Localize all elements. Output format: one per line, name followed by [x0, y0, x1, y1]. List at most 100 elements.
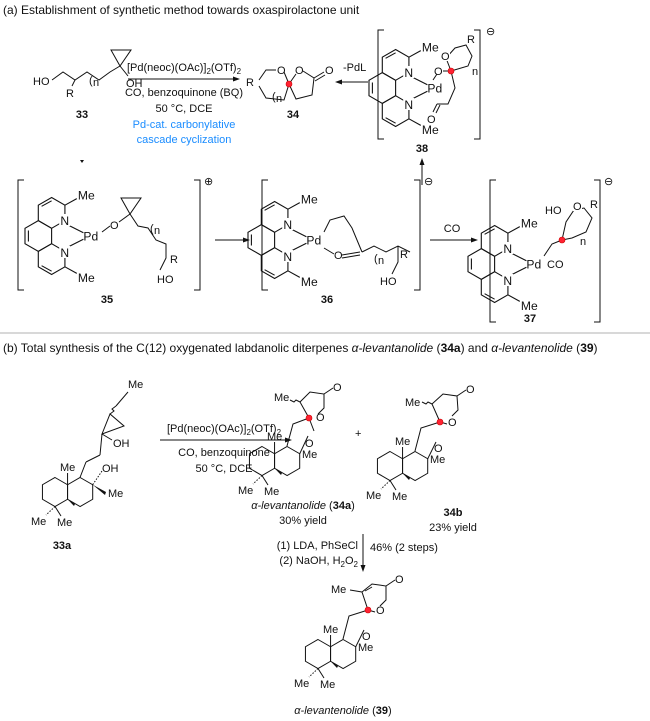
spiro-center-marker	[285, 80, 293, 88]
atom-label: OH	[113, 438, 130, 450]
compound-label-34: 34	[287, 109, 300, 121]
bond-line	[286, 417, 310, 447]
section-a-title: (a) Establishment of synthetic method to…	[3, 3, 360, 17]
atom-label: [Pd(neoc)(OAc)]	[167, 423, 246, 435]
atom-label: R	[590, 199, 598, 211]
compound-label-33: 33	[76, 109, 88, 121]
highlight-text: cascade cyclization	[137, 134, 232, 146]
bond-line	[543, 239, 563, 257]
bond-line	[414, 421, 441, 452]
bond-line	[110, 49, 132, 67]
atom-label: CO, benzoquinone (BQ)	[125, 87, 243, 99]
spiro-center-marker	[558, 236, 566, 244]
atom-label: (	[374, 253, 378, 265]
bond-line	[299, 435, 309, 455]
bond-line	[99, 433, 103, 456]
atom-label: 34a	[441, 341, 461, 355]
bond-line	[441, 50, 450, 61]
bond-line	[80, 160, 84, 163]
atom-label: n	[472, 66, 478, 78]
atom-label: CO, benzoquinone	[178, 447, 270, 459]
bond-line	[247, 192, 322, 290]
reaction-arrow-b: [Pd(neoc)(OAc)]2(OTf)2 CO, benzoquinone …	[160, 423, 292, 475]
compound-33: HO R ( n OH 33	[33, 49, 143, 121]
bond-line	[258, 83, 290, 101]
highlight-text: Pd-cat. carbonylative	[133, 119, 236, 131]
bond-line	[437, 70, 456, 105]
atom-label: 2	[341, 560, 346, 569]
atom-label: n	[378, 255, 384, 267]
bond-line	[289, 399, 301, 403]
atom-label: O	[345, 555, 354, 567]
bond-line	[419, 158, 425, 165]
atom-label: (	[272, 91, 276, 103]
atom-label: O	[466, 384, 475, 396]
atom-label: (2) NaOH, H2O2	[279, 555, 358, 569]
charge-plus: ⊕	[204, 176, 213, 188]
bond-line	[30, 461, 94, 530]
bond-line	[364, 586, 373, 592]
bond-line	[342, 609, 369, 640]
bond-line	[194, 179, 201, 291]
atom-label: α-levantanolide	[251, 500, 326, 512]
atom-label: O	[434, 66, 443, 78]
atom-label: O	[325, 65, 334, 77]
bond-line	[288, 70, 315, 100]
reaction-arrow-a: [Pd(neoc)(OAc)]2(OTf)2 CO, benzoquinone …	[125, 62, 243, 146]
atom-label: Me	[358, 642, 373, 654]
atom-label: (	[326, 500, 333, 512]
pdl-elimination-arrow: -PdL	[335, 62, 368, 85]
spiro-center-marker	[364, 606, 372, 614]
yield-2-steps: 46% (2 steps)	[370, 542, 438, 554]
bond-line	[92, 484, 106, 495]
compound-label-36: 36	[321, 294, 333, 306]
bond-line	[71, 79, 76, 87]
bond-line	[427, 441, 437, 460]
atom-label: α-levantanolide (34a)	[251, 500, 355, 512]
atom-label: HO	[33, 76, 50, 88]
bond-line	[24, 188, 99, 286]
bond-line	[258, 69, 276, 81]
spiro-center-marker	[447, 67, 455, 75]
bond-line	[349, 589, 363, 593]
bond-line	[129, 213, 167, 271]
bond-line	[361, 245, 411, 253]
bond-line	[365, 435, 429, 504]
arrow-33-to-35	[80, 160, 84, 163]
spiro-center-marker	[305, 414, 313, 422]
atom-label: Me	[302, 449, 317, 461]
arrow-36-to-37: CO	[430, 223, 478, 243]
bond-line	[314, 74, 326, 82]
atom-label: α-levantenolide	[294, 705, 369, 717]
atom-label: -PdL	[343, 62, 366, 74]
bond-line	[489, 179, 496, 323]
bond-line	[293, 623, 357, 692]
catalyst-label: [Pd(neoc)(OAc)]2(OTf)2	[127, 62, 242, 76]
atom-label: 50 °C, DCE	[156, 103, 213, 115]
bond-line	[385, 579, 396, 587]
atom-label: R	[467, 34, 475, 46]
atom-label: (b) Total synthesis of the C(12) oxygena…	[3, 341, 352, 355]
atom-label: ) and	[461, 341, 492, 355]
bond-line	[414, 179, 421, 291]
atom-label: [Pd(neoc)(OAc)]2(OTf)2	[167, 423, 282, 437]
compound-34a: O O O Me Me α-levantanolide (34a) 30% yi…	[237, 382, 355, 527]
compound-label-33a: 33a	[53, 540, 72, 552]
bond-line	[361, 583, 387, 611]
compound-33a: Me OH OH Me 33a	[30, 379, 143, 552]
atom-label: Me	[331, 584, 346, 596]
atom-label: HO	[545, 205, 562, 217]
bond-line	[118, 213, 131, 223]
atom-label: Me	[128, 379, 143, 391]
atom-label: OH	[126, 78, 143, 90]
yield-34a: 30% yield	[279, 515, 327, 527]
atom-label: (OTf)	[211, 62, 237, 74]
atom-label: O	[441, 51, 450, 63]
bond-line	[432, 73, 438, 81]
atom-label: α-levantenolide	[491, 341, 573, 355]
atom-label: Me	[405, 397, 420, 409]
atom-label: n	[276, 93, 282, 105]
atom-label: (	[150, 223, 154, 235]
atom-label: CO	[444, 223, 461, 235]
